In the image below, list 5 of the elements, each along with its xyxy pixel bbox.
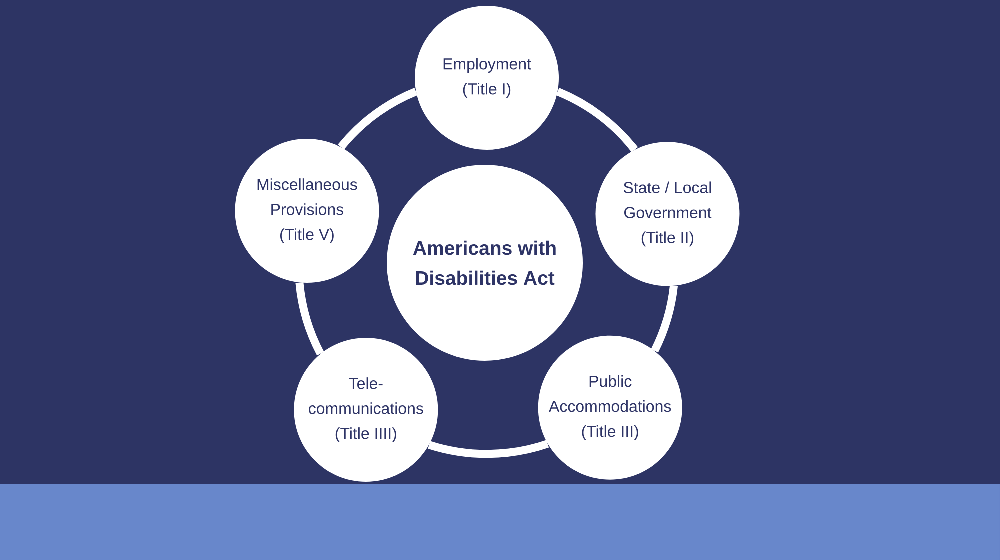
connector-arc bbox=[338, 88, 418, 150]
connector-arc bbox=[556, 88, 638, 152]
connector-arc bbox=[651, 286, 678, 353]
connector-arc bbox=[428, 440, 550, 458]
connector-arc bbox=[296, 282, 324, 356]
